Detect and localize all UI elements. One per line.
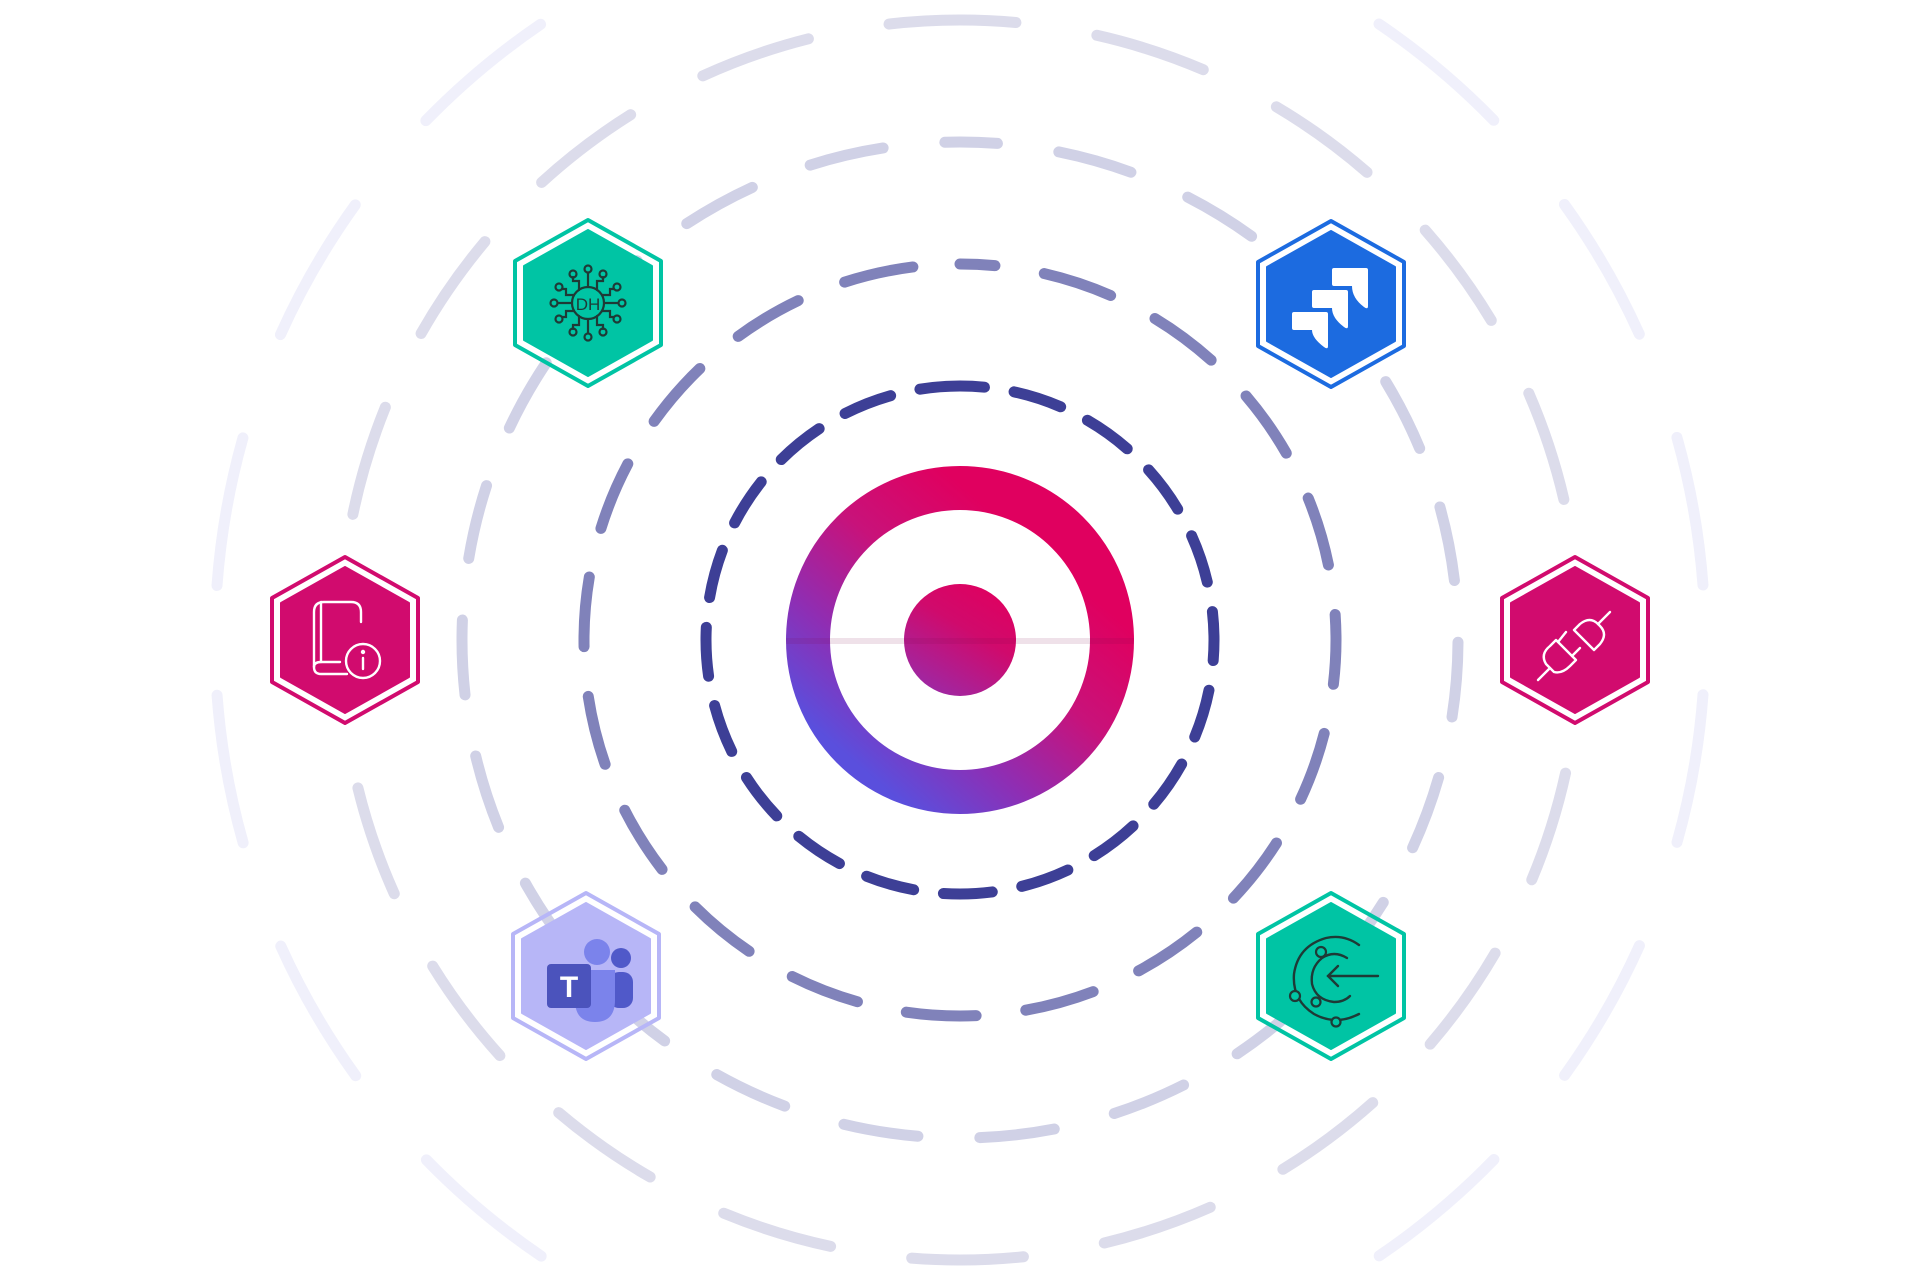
dashed-ring-3 xyxy=(456,136,1464,1144)
plug-icon xyxy=(1500,555,1650,725)
dh-text: DH xyxy=(576,295,601,314)
teams-icon: T xyxy=(511,891,661,1061)
book-info-icon xyxy=(270,555,420,725)
node-teams[interactable]: Microsoft Teams T xyxy=(509,890,663,1062)
teams-t-text: T xyxy=(560,971,578,1004)
node-jira[interactable]: Jira Service Management xyxy=(1254,218,1408,390)
node-plugin[interactable]: Plug connector xyxy=(1498,554,1652,726)
target-hub-icon[interactable] xyxy=(786,466,1134,814)
node-data-hub[interactable]: Data Hub DH xyxy=(511,217,665,389)
dashed-ring-2 xyxy=(578,258,1342,1022)
circuit-dh-icon: DH xyxy=(513,218,663,388)
jira-icon xyxy=(1256,219,1406,389)
inbound-connector-icon xyxy=(1256,891,1406,1061)
node-connector[interactable]: Inbound connector xyxy=(1254,890,1408,1062)
node-knowledge-base[interactable]: Book info xyxy=(268,554,422,726)
dashed-ring-1 xyxy=(700,380,1220,900)
